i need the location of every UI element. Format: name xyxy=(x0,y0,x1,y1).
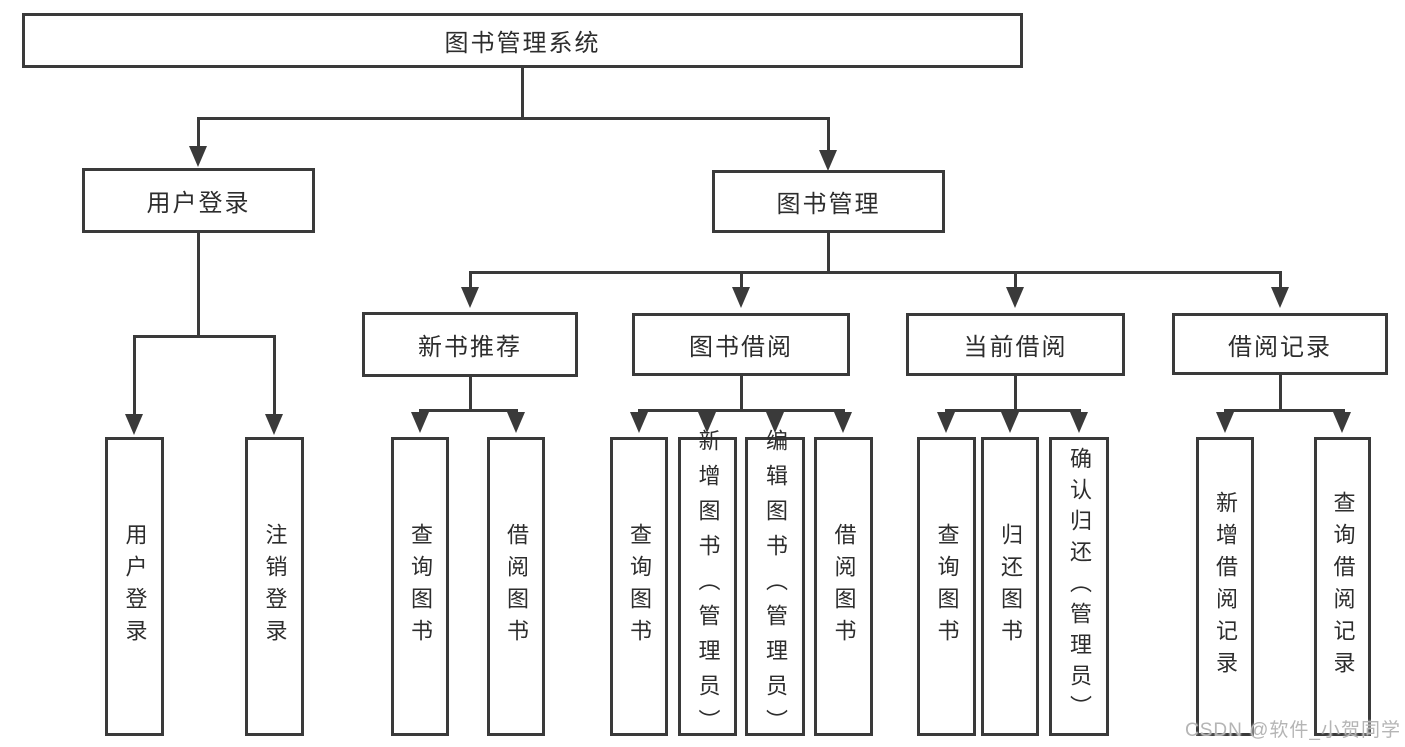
leaf-label: 借阅图书 xyxy=(831,522,857,651)
connector-stub-user-login xyxy=(196,118,200,148)
connector-book-management-stem xyxy=(826,233,830,273)
arrow-down-icon xyxy=(1001,412,1019,433)
leaf-label: 用户登录 xyxy=(122,522,148,651)
node-label: 借阅记录 xyxy=(1228,333,1332,361)
arrow-down-icon xyxy=(507,412,525,433)
arrow-down-icon xyxy=(1333,412,1351,433)
arrow-down-icon xyxy=(1271,287,1289,308)
connector-level1-hline xyxy=(196,116,830,120)
connector-level3-hline xyxy=(468,270,1282,274)
arrow-down-icon xyxy=(834,412,852,433)
connector-user-login-stem xyxy=(196,233,200,337)
arrow-down-icon xyxy=(766,412,784,433)
node-root-system: 图书管理系统 xyxy=(22,13,1023,68)
connector-current-borrow-stem xyxy=(1013,376,1017,410)
leaf-label: 编辑图书（管理员） xyxy=(763,429,788,744)
arrow-down-icon xyxy=(698,412,716,433)
leaf-label: 归还图书 xyxy=(998,522,1023,651)
arrow-down-icon xyxy=(1070,412,1088,433)
connector-stub-new-book xyxy=(468,272,472,288)
arrow-down-icon xyxy=(411,412,429,433)
arrow-down-icon xyxy=(1216,412,1234,433)
connector-book-borrow-stem xyxy=(739,376,743,410)
leaf-label: 查询借阅记录 xyxy=(1330,490,1356,683)
connector-user-login-hline xyxy=(132,334,276,338)
node-new-book-recommend: 新书推荐 xyxy=(362,312,578,377)
connector-stub-leaf-user-login xyxy=(132,336,136,415)
connector-root-stem xyxy=(520,68,524,118)
arrow-down-icon xyxy=(937,412,955,433)
connector-new-book-stem xyxy=(468,377,472,410)
connector-stub-leaf-logout xyxy=(272,336,276,415)
arrow-down-icon xyxy=(1006,287,1024,308)
node-label: 当前借阅 xyxy=(963,334,1068,361)
arrow-down-icon xyxy=(732,287,750,308)
node-borrow-records: 借阅记录 xyxy=(1172,313,1388,375)
arrow-down-icon xyxy=(189,146,207,167)
leaf-add-books-admin: 新增图书（管理员） xyxy=(678,429,737,744)
leaf-return-books: 归还图书 xyxy=(981,437,1039,736)
arrow-down-icon xyxy=(125,414,143,435)
arrow-down-icon xyxy=(630,412,648,433)
connector-new-book-hline xyxy=(418,408,518,412)
node-user-login: 用户登录 xyxy=(82,168,315,233)
node-label: 图书借阅 xyxy=(689,334,793,361)
leaf-label: 新增图书（管理员） xyxy=(695,429,721,744)
leaf-query-borrow-record: 查询借阅记录 xyxy=(1314,437,1371,736)
leaf-query-books-recommend: 查询图书 xyxy=(391,437,449,736)
node-label: 用户登录 xyxy=(146,190,251,217)
leaf-borrow-books: 借阅图书 xyxy=(814,437,873,736)
leaf-query-books-borrow: 查询图书 xyxy=(610,437,668,736)
leaf-edit-books-admin: 编辑图书（管理员） xyxy=(745,429,805,744)
leaf-label: 新增借阅记录 xyxy=(1213,490,1238,683)
connector-borrow-records-hline xyxy=(1223,408,1345,412)
connector-borrow-records-stem xyxy=(1278,375,1282,410)
leaf-confirm-return-admin: 确认归还（管理员） xyxy=(1049,437,1109,736)
leaf-add-borrow-record: 新增借阅记录 xyxy=(1196,437,1254,736)
node-label: 新书推荐 xyxy=(418,334,522,361)
leaf-label: 查询图书 xyxy=(627,522,652,651)
node-label: 图书管理系统 xyxy=(444,30,601,57)
leaf-user-login: 用户登录 xyxy=(105,437,164,736)
connector-stub-borrow-records xyxy=(1278,272,1282,288)
connector-book-borrow-hline xyxy=(637,408,845,412)
leaf-label: 借阅图书 xyxy=(504,522,529,651)
leaf-borrow-books-recommend: 借阅图书 xyxy=(487,437,545,736)
connector-stub-book-management xyxy=(826,118,830,150)
leaf-label: 查询图书 xyxy=(934,522,960,651)
leaf-label: 查询图书 xyxy=(408,522,433,651)
node-label: 图书管理 xyxy=(776,191,881,218)
connector-stub-current-borrow xyxy=(1013,272,1017,288)
arrow-down-icon xyxy=(265,414,283,435)
leaf-logout-login: 注销登录 xyxy=(245,437,304,736)
connector-stub-book-borrow xyxy=(739,272,743,288)
node-current-borrow: 当前借阅 xyxy=(906,313,1125,376)
leaf-label: 确认归还（管理员） xyxy=(1067,447,1092,726)
connector-current-borrow-hline xyxy=(944,408,1081,412)
node-book-management: 图书管理 xyxy=(712,170,945,233)
arrow-down-icon xyxy=(461,287,479,308)
leaf-query-books-current: 查询图书 xyxy=(917,437,976,736)
watermark-csdn: CSDN @软件_小贺同学 xyxy=(1185,720,1401,741)
leaf-label: 注销登录 xyxy=(262,522,288,651)
node-book-borrow: 图书借阅 xyxy=(632,313,850,376)
arrow-down-icon xyxy=(819,150,837,171)
